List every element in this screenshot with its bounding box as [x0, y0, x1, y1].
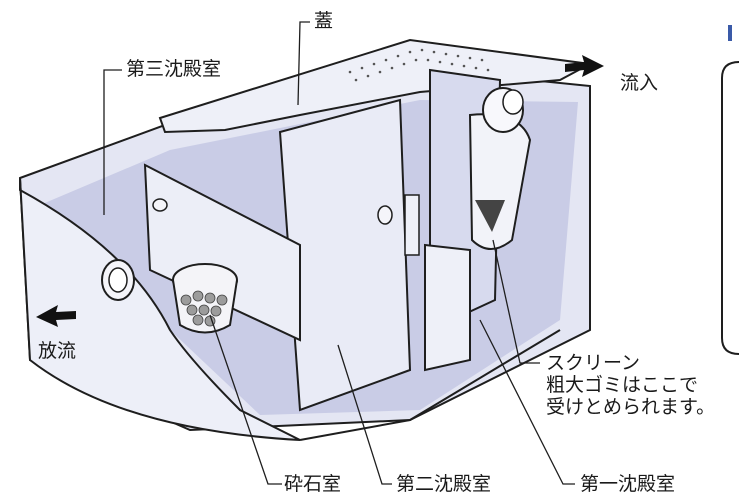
label-first-chamber: 第一沈殿室 — [580, 473, 676, 495]
tank-front-wall — [19, 177, 301, 441]
inflow-arrow — [565, 55, 604, 77]
outflow-arrow — [36, 305, 76, 327]
leader-lines — [103, 21, 575, 485]
partition-left — [143, 163, 301, 342]
pipe-port-left — [152, 198, 168, 212]
label-second-chamber: 第二沈殿室 — [396, 473, 492, 495]
label-gravel-chamber: 砕石室 — [284, 473, 342, 495]
pipe-port-middle — [377, 205, 393, 225]
baffle-plate — [424, 243, 471, 372]
lid-vent-dots — [348, 48, 490, 82]
label-inflow: 流入 — [620, 72, 659, 94]
side-tab-marker — [728, 25, 732, 41]
gravel-basket — [172, 263, 238, 334]
screen-basket — [468, 87, 532, 250]
label-outflow: 放流 — [38, 340, 77, 362]
side-callout-box — [721, 61, 739, 355]
label-screen: スクリーン — [546, 352, 641, 374]
label-third-chamber: 第三沈殿室 — [126, 58, 222, 80]
pipe-vertical — [404, 194, 420, 256]
tank-lid — [158, 38, 594, 134]
outlet-pipe — [101, 259, 135, 301]
label-screen-note-2: 受けとめられます。 — [546, 396, 716, 418]
tank-bottom-edge — [299, 329, 561, 441]
label-screen-note-1: 粗大ゴミはここで — [546, 374, 699, 396]
label-lid: 蓋 — [314, 10, 334, 32]
